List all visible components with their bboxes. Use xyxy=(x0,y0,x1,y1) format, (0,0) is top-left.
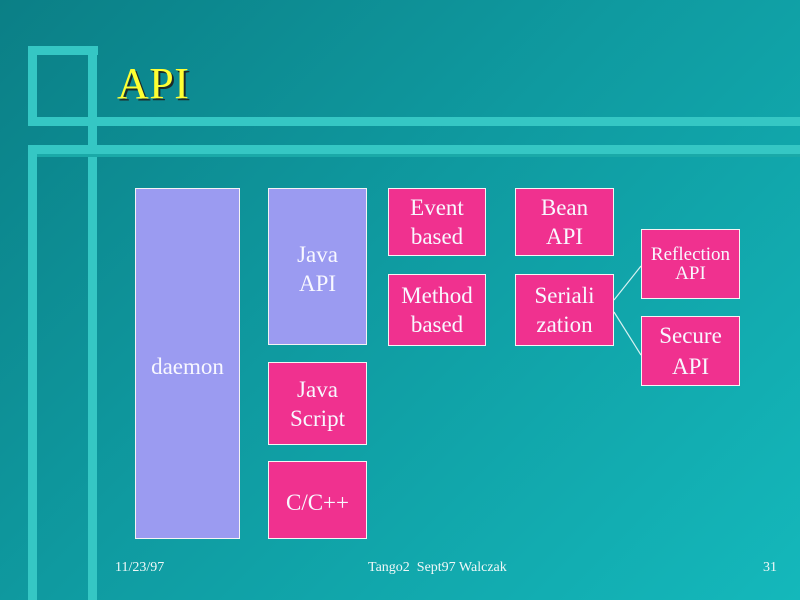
daemon-box: daemon xyxy=(135,188,240,539)
frame-bar-left-lower xyxy=(28,145,37,600)
frame-bar-shadow xyxy=(37,154,800,157)
event-based-label: Event based xyxy=(410,195,464,249)
frame-bar-top xyxy=(28,46,98,55)
footer-center: Tango2 Sept97 Walczak xyxy=(368,560,507,575)
frame-bar-vertical xyxy=(88,46,97,600)
frame-bar-lower xyxy=(28,145,800,154)
event-based-box: Event based xyxy=(388,188,486,256)
bean-api-label: Bean API xyxy=(540,195,589,249)
footer-date: 11/23/97 xyxy=(115,560,165,575)
method-based-label: Method based xyxy=(401,283,473,337)
cpp-label: C/C++ xyxy=(285,489,349,515)
footer-page-number: 31 xyxy=(763,560,777,575)
java-api-label: Java API xyxy=(297,241,338,296)
serialization-label: Seriali zation xyxy=(534,283,595,337)
secure-api-label: Secure API xyxy=(659,323,722,379)
bean-api-box: Bean API xyxy=(515,188,614,256)
java-script-label: Java Script xyxy=(290,376,345,431)
cpp-box: C/C++ xyxy=(268,461,367,539)
reflection-api-box: Reflection API xyxy=(641,229,740,299)
connector-serialization-reflection xyxy=(613,265,642,301)
secure-api-box: Secure API xyxy=(641,316,740,386)
slide-title: API xyxy=(117,59,190,108)
java-api-box: Java API xyxy=(268,188,367,345)
frame-bar-left-upper xyxy=(28,46,37,126)
reflection-api-label: Reflection API xyxy=(650,244,731,284)
daemon-label: daemon xyxy=(151,354,224,379)
java-script-box: Java Script xyxy=(268,362,367,445)
frame-bar-horizontal xyxy=(28,117,800,126)
serialization-box: Seriali zation xyxy=(515,274,614,346)
connector-serialization-secure xyxy=(613,311,642,356)
method-based-box: Method based xyxy=(388,274,486,346)
